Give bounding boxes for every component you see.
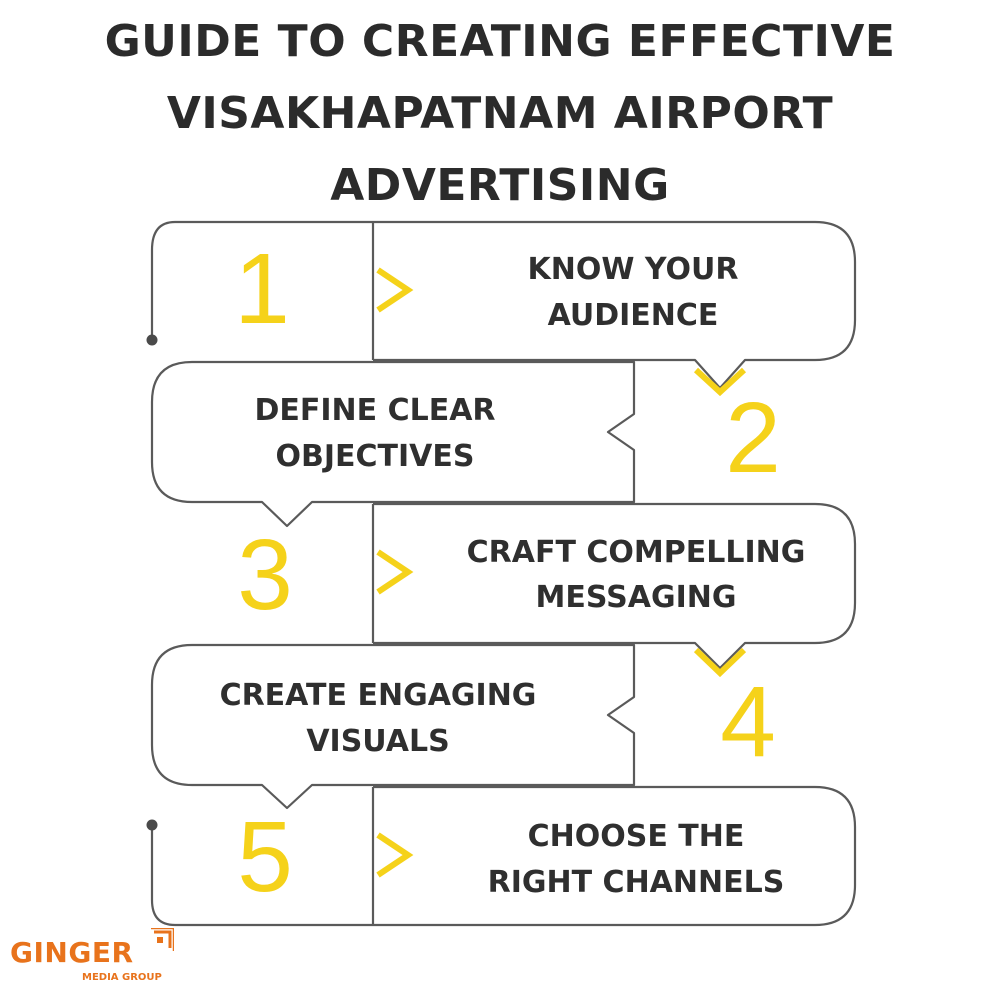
step-2-label-line-2: OBJECTIVES [276, 439, 475, 474]
step-3-label-line-1: CRAFT COMPELLING [467, 535, 806, 570]
step-5-label-line-2: RIGHT CHANNELS [488, 865, 785, 900]
step-4-box [150, 643, 636, 810]
step-1-box [175, 220, 857, 390]
chevron-right-icon [376, 832, 414, 878]
title-line-1: GUIDE TO CREATING EFFECTIVE [104, 16, 896, 67]
step-1-label-line-2: AUDIENCE [548, 298, 719, 333]
connector-dot-bottom [146, 819, 158, 831]
step-5-label-line-1: CHOOSE THE [528, 819, 745, 854]
chevron-right-icon [376, 549, 414, 595]
step-2-box [150, 360, 636, 528]
step-3-label-line-2: MESSAGING [536, 580, 737, 615]
step-5-box [150, 785, 857, 927]
chevron-down-icon [693, 367, 747, 397]
connector-dot-top [146, 334, 158, 346]
page-title: GUIDE TO CREATING EFFECTIVE VISAKHAPATNA… [0, 6, 1000, 222]
connector-start-top [150, 220, 176, 338]
step-3-number: 3 [237, 519, 293, 631]
logo-subtitle: MEDIA GROUP [82, 972, 162, 983]
step-1-number: 1 [234, 233, 290, 345]
step-4-label-line-2: VISUALS [306, 724, 449, 759]
chevron-down-icon [693, 647, 747, 678]
step-2-label-line-1: DEFINE CLEAR [254, 393, 495, 428]
logo-mark-icon [151, 928, 174, 951]
title-line-2: VISAKHAPATNAM AIRPORT [166, 88, 834, 139]
chevron-right-icon [376, 267, 414, 313]
step-3-box [373, 502, 857, 670]
step-4-number: 4 [720, 666, 776, 778]
step-1-label-line-1: KNOW YOUR [527, 252, 738, 287]
title-line-3: ADVERTISING [330, 160, 670, 211]
step-2-number: 2 [725, 382, 781, 494]
step-4-label-line-1: CREATE ENGAGING [220, 678, 537, 713]
step-5-number: 5 [237, 801, 293, 913]
logo-wordmark: GINGER [10, 936, 134, 969]
ginger-media-group-logo: GINGER MEDIA GROUP [10, 928, 180, 994]
